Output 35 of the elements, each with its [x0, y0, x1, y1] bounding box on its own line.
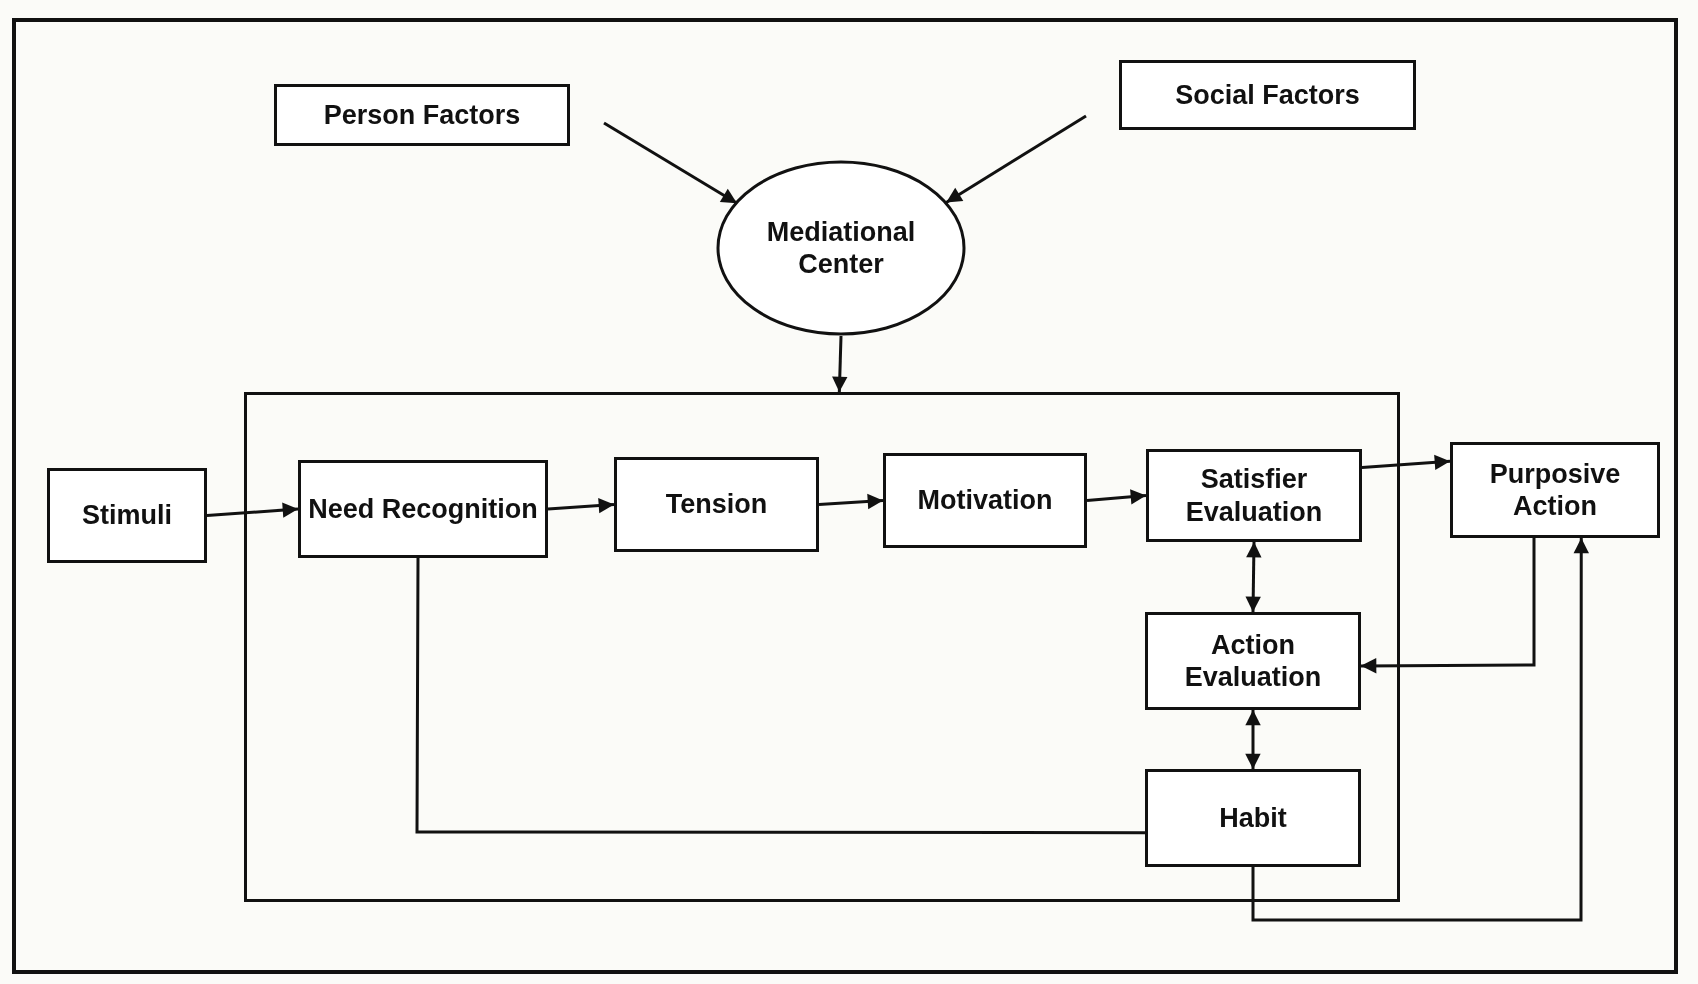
arrow	[547, 497, 615, 514]
process-box	[1450, 442, 1660, 538]
box-label: Purposive Action	[1488, 457, 1622, 523]
process-box	[1145, 769, 1361, 867]
box-label: Social Factors	[1175, 78, 1360, 112]
process-box	[1119, 60, 1416, 130]
arrow	[1360, 538, 1536, 674]
arrow	[1245, 709, 1261, 770]
process-box	[883, 453, 1087, 548]
box-label: Satisfier Evaluation	[1184, 463, 1324, 528]
arrow	[1086, 489, 1147, 505]
box-label: Action Evaluation	[1183, 628, 1323, 694]
arrow	[603, 121, 738, 205]
arrow	[818, 493, 884, 510]
process-box	[614, 457, 819, 552]
arrow	[945, 114, 1087, 204]
process-box	[274, 84, 570, 146]
arrow	[1251, 537, 1589, 922]
box-label: Stimuli	[82, 499, 172, 532]
group-box	[244, 392, 1400, 902]
process-box	[1145, 612, 1361, 710]
box-label: Tension	[665, 488, 768, 521]
connector-line	[415, 558, 1145, 835]
process-box	[1146, 449, 1362, 542]
arrow	[1245, 541, 1262, 613]
arrow	[206, 502, 299, 518]
box-label: Person Factors	[323, 98, 521, 132]
box-label: Habit	[1219, 801, 1287, 835]
box-label: Motivation	[917, 484, 1053, 517]
arrow	[1361, 454, 1451, 471]
process-box	[47, 468, 207, 563]
arrow	[832, 335, 848, 393]
box-label: Need Recognition	[308, 492, 538, 526]
process-box	[298, 460, 548, 558]
box-label: Mediational Center	[765, 215, 917, 281]
